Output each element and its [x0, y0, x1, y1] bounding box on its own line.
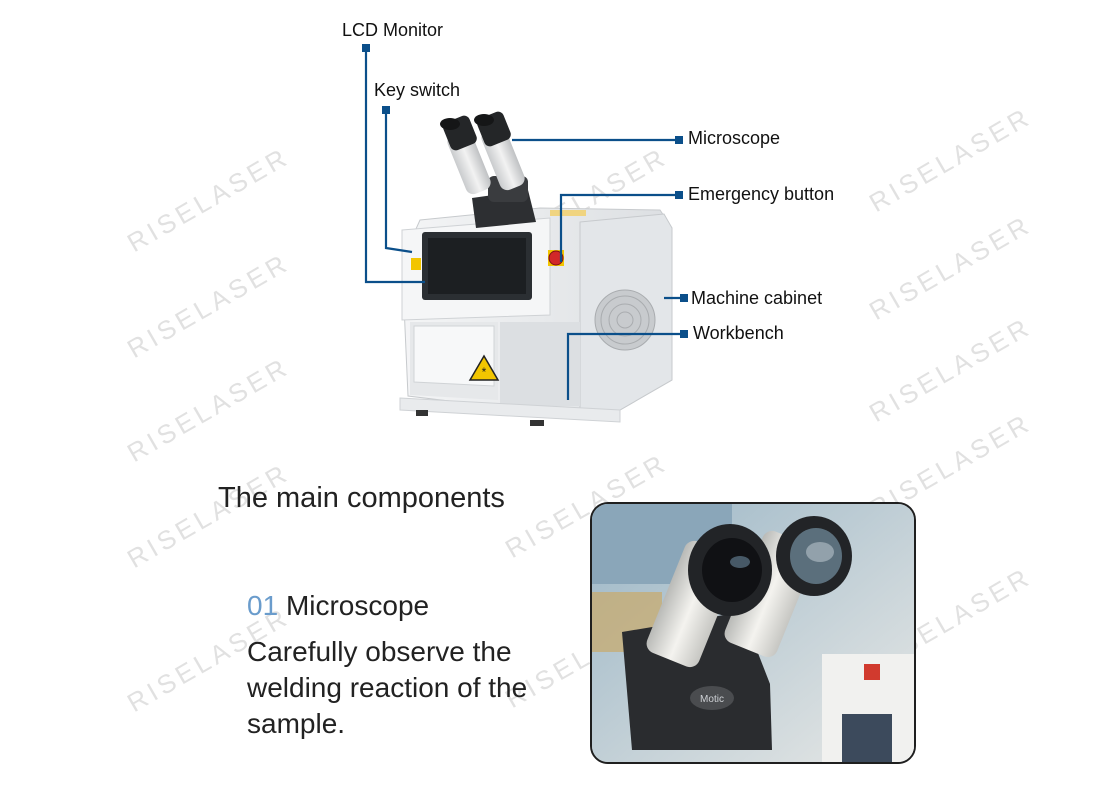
microscope-photo-art: Motic — [592, 504, 914, 762]
lcd-monitor-marker — [362, 44, 370, 52]
label-workbench: Workbench — [693, 323, 784, 343]
microscope-marker — [675, 136, 683, 144]
section-title: The main components — [218, 482, 505, 514]
label-key-switch: Key switch — [374, 80, 461, 100]
workbench-marker — [680, 330, 688, 338]
component-description: Carefully observe the welding reaction o… — [247, 636, 528, 739]
emergency-button-marker — [675, 191, 683, 199]
label-machine-cabinet: Machine cabinet — [691, 288, 823, 308]
machine-cabinet-marker — [680, 294, 688, 302]
lcd-monitor-leader — [364, 48, 425, 284]
emergency-button-leader — [559, 193, 679, 262]
component-name: Microscope — [285, 590, 430, 621]
key-switch-marker — [382, 106, 390, 114]
label-lcd-monitor: LCD Monitor — [342, 20, 444, 40]
microscope-photo: Motic — [590, 502, 916, 764]
label-microscope: Microscope — [688, 128, 781, 148]
component-heading: 01 Microscope — [247, 590, 429, 622]
welding-machine-illustration: * — [399, 111, 673, 426]
component-number: 01 — [247, 590, 279, 621]
svg-text:*: * — [482, 365, 487, 379]
key-switch-leader — [384, 110, 413, 254]
label-emergency-button: Emergency button — [688, 184, 835, 204]
microscope-brand-text: Motic — [700, 694, 724, 705]
workbench-leader — [566, 332, 684, 400]
